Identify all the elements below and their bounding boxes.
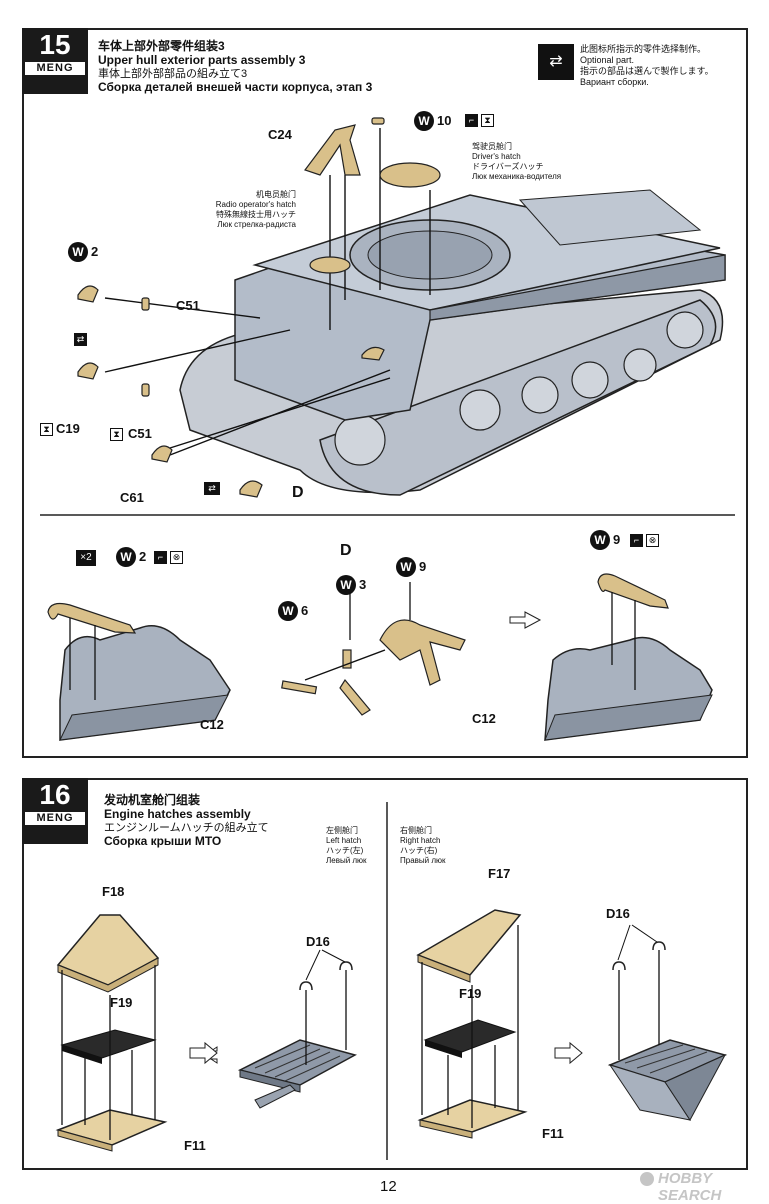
w-number-9-b: 9: [613, 532, 621, 547]
left-hatch-ru: Левый люк: [326, 856, 367, 865]
w-badge-3: W: [336, 575, 356, 595]
label-c12-right: C12: [472, 711, 496, 726]
step16-title-jp: エンジンルームハッチの組み立て: [104, 822, 269, 834]
step-16-header: 发动机室舱门组装 Engine hatches assembly エンジンルーム…: [104, 794, 324, 849]
step16-title-en: Engine hatches assembly: [104, 807, 251, 821]
left-hatch-label: 左侧舱门 Left hatch ハッチ(左) Левый люк: [326, 826, 382, 866]
label-d: D: [292, 484, 304, 501]
driver-hatch-cn: 驾驶员舱门: [472, 142, 512, 151]
left-hatch-en: Left hatch: [326, 836, 362, 845]
left-hatch-cn: 左侧舱门: [326, 826, 358, 835]
label-c51-lower: C51: [128, 426, 152, 441]
no-glue-icon: ⊗: [170, 551, 183, 564]
one-side-icon-2: ⌐: [154, 551, 167, 564]
brand-logo: MENG: [25, 62, 85, 75]
label-c61: C61: [120, 490, 144, 505]
page-number: 12: [380, 1178, 397, 1195]
legend-jp: 指示の部品は選んで製作します。: [580, 66, 714, 76]
glue-icon: ⧗: [481, 114, 494, 127]
legend-ru: Вариант сборки.: [580, 77, 649, 87]
label-f11-right: F11: [542, 1126, 564, 1141]
watermark-icon: [640, 1172, 654, 1186]
optional-part-icon-1: ⇄: [74, 333, 87, 346]
step16-title-ru: Сборка крыши МТО: [104, 834, 222, 848]
w-number-9-a: 9: [419, 559, 427, 574]
w-badge-9-a: W: [396, 557, 416, 577]
step-15-badge: 15 MENG: [22, 28, 88, 94]
watermark: HOBBY SEARCH: [658, 1170, 722, 1204]
legend-cn: 此图标所指示的零件选择制作。: [580, 44, 707, 54]
label-c51-upper: C51: [176, 298, 200, 313]
w-number-3: 3: [359, 577, 367, 592]
right-hatch-cn: 右侧舱门: [400, 826, 432, 835]
step-16-number: 16: [39, 779, 71, 810]
label-d-sub: D: [340, 542, 352, 559]
label-c24: C24: [268, 127, 292, 142]
step-15-header: 车体上部外部零件组装3 Upper hull exterior parts as…: [98, 40, 398, 95]
step-16-badge: 16 MENG: [22, 778, 88, 844]
sub-assembly-drawing: [47, 573, 713, 741]
glue-icon-2: ⧗: [110, 428, 123, 441]
step-number: 15: [39, 29, 71, 60]
quantity-icon: ×2: [76, 550, 96, 566]
right-hatch-label: 右侧舱门 Right hatch ハッチ(右) Правый люк: [400, 826, 470, 866]
right-hatch-en: Right hatch: [400, 836, 441, 845]
glue-icon-1: ⧗: [40, 423, 53, 436]
radio-hatch-ru: Люк стрелка-радиста: [217, 220, 296, 229]
radio-hatch-cn: 机电员舱门: [256, 190, 296, 199]
driver-hatch-en: Driver's hatch: [472, 152, 521, 161]
title-en: Upper hull exterior parts assembly 3: [98, 53, 306, 67]
label-f17: F17: [488, 866, 511, 881]
title-ru: Сборка деталей внешей части корпуса, эта…: [98, 80, 373, 94]
brand-logo-16: MENG: [25, 812, 85, 825]
driver-hatch-label: 驾驶员舱门 Driver's hatch ドライバーズハッチ Люк механ…: [472, 142, 592, 182]
optional-part-icon: ⇄: [538, 44, 574, 80]
label-f19-left: F19: [110, 995, 133, 1010]
label-c19: C19: [56, 421, 80, 436]
radio-hatch-en: Radio operator's hatch: [215, 200, 296, 209]
w-number-6: 6: [301, 603, 309, 618]
radio-hatch-label: 机电员舱门 Radio operator's hatch 特殊無線技士用ハッチ …: [186, 190, 296, 230]
label-f11-left: F11: [184, 1138, 206, 1153]
title-cn: 车体上部外部零件组装3: [98, 39, 225, 53]
driver-hatch-jp: ドライバーズハッチ: [472, 162, 544, 171]
step-16-panel: [22, 778, 748, 1170]
label-d16-right: D16: [606, 906, 630, 921]
one-side-icon-3: ⌐: [630, 534, 643, 547]
step-15-divider: [40, 514, 735, 516]
w-number-10: 10: [437, 113, 452, 128]
w-badge-10: W: [414, 111, 434, 131]
left-hatch-jp: ハッチ(左): [326, 846, 364, 855]
w-number-2: 2: [91, 244, 99, 259]
one-side-icon: ⌐: [465, 114, 478, 127]
optional-part-icon-2: ⇄: [204, 482, 220, 495]
w-badge-6: W: [278, 601, 298, 621]
label-d16-left: D16: [306, 934, 330, 949]
label-f19-right: F19: [459, 986, 482, 1001]
w-badge-2: W: [68, 242, 88, 262]
no-glue-icon-2: ⊗: [646, 534, 659, 547]
legend-en: Optional part.: [580, 55, 635, 65]
label-f18: F18: [102, 884, 125, 899]
w-badge-2-b: W: [116, 547, 136, 567]
title-jp: 車体上部外部部品の組み立て3: [98, 68, 248, 80]
hull-drawing: [77, 117, 726, 498]
radio-hatch-jp: 特殊無線技士用ハッチ: [216, 210, 296, 219]
w-badge-9-b: W: [590, 530, 610, 550]
w-number-2-b: 2: [139, 549, 147, 564]
right-hatch-jp: ハッチ(右): [400, 846, 438, 855]
label-c12-left: C12: [200, 717, 224, 732]
right-hatch-ru: Правый люк: [400, 856, 446, 865]
step16-title-cn: 发动机室舱门组装: [104, 793, 201, 807]
driver-hatch-ru: Люк механика-водителя: [472, 172, 562, 181]
optional-legend: 此图标所指示的零件选择制作。 Optional part. 指示の部品は選んで製…: [580, 44, 745, 88]
step-16-divider: [386, 802, 388, 1160]
